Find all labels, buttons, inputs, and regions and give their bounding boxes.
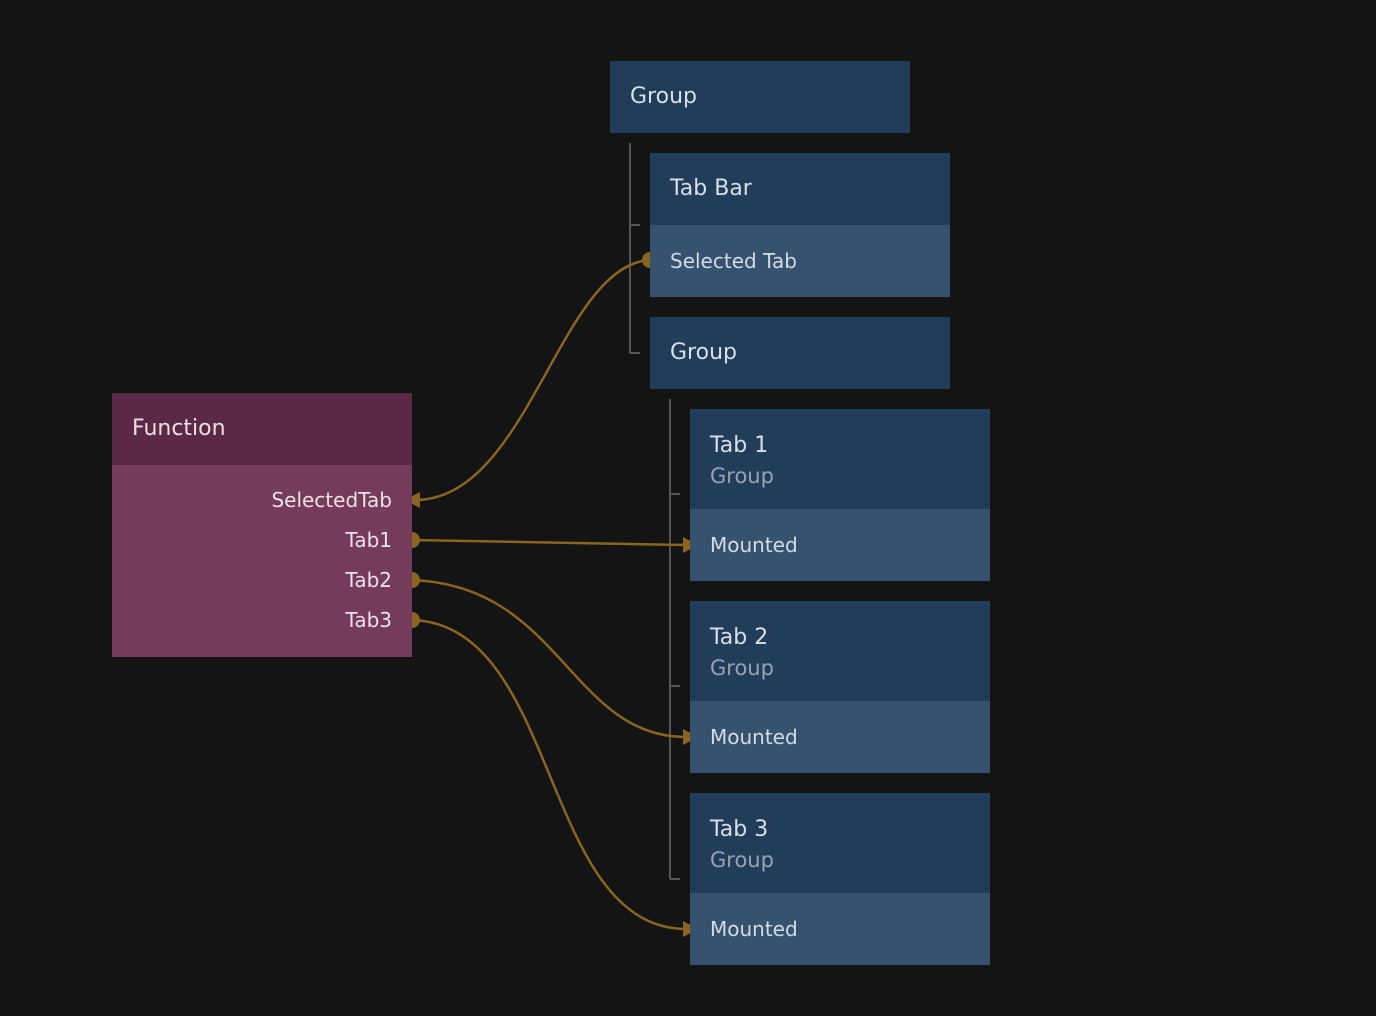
port-tab2[interactable]: Tab2 <box>345 568 392 592</box>
node-root-group[interactable]: Group <box>610 61 910 133</box>
node-title: Group <box>610 61 910 133</box>
node-title: Function <box>112 393 412 465</box>
port-selected-tab[interactable]: Selected Tab <box>650 225 950 297</box>
port-mounted[interactable]: Mounted <box>690 701 990 773</box>
wire-tab1 <box>411 538 685 547</box>
port-selectedtab[interactable]: SelectedTab <box>271 488 392 512</box>
port-mounted[interactable]: Mounted <box>690 509 990 581</box>
node-tab1[interactable]: Tab 1 Group Mounted <box>690 409 990 581</box>
node-title: Tab 2 <box>710 625 769 650</box>
port-tab1[interactable]: Tab1 <box>345 528 392 552</box>
arrow-selectedtab <box>405 492 420 508</box>
tree-line-inner <box>669 399 680 880</box>
port-tab3[interactable]: Tab3 <box>345 608 392 632</box>
node-tab-bar[interactable]: Tab Bar Selected Tab <box>650 153 950 297</box>
wire-tab3 <box>411 618 685 931</box>
node-subtitle: Group <box>710 848 774 872</box>
node-title: Tab 1 <box>710 433 769 458</box>
node-title: Tab 3 <box>710 817 769 842</box>
node-tab3[interactable]: Tab 3 Group Mounted <box>690 793 990 965</box>
wire-tab2 <box>411 578 685 739</box>
node-tab2[interactable]: Tab 2 Group Mounted <box>690 601 990 773</box>
node-subtitle: Group <box>710 464 774 488</box>
node-subtitle: Group <box>710 656 774 680</box>
node-function[interactable]: Function SelectedTab Tab1 Tab2 Tab3 <box>112 393 412 657</box>
wire-selectedtab <box>417 258 651 502</box>
tree-line-root <box>629 143 640 354</box>
node-inner-group[interactable]: Group <box>650 317 950 389</box>
port-mounted[interactable]: Mounted <box>690 893 990 965</box>
node-title: Group <box>650 317 950 389</box>
node-title: Tab Bar <box>650 153 950 225</box>
